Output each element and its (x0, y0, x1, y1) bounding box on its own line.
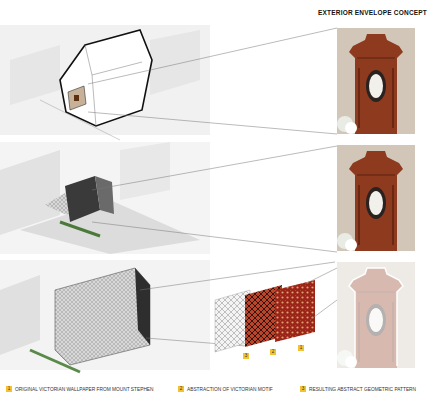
callout-number: 2 (180, 386, 183, 392)
number-tag: 1 (6, 386, 12, 392)
callout-number: 1 (8, 386, 11, 392)
number-tag: 3 (300, 386, 306, 392)
legend-text: RESULTING ABSTRACT GEOMETRIC PATTERN (309, 387, 427, 393)
number-tag: 2 (178, 386, 184, 392)
legend-text: ABSTRACTION OF VICTORIAN MOTIF (187, 387, 297, 393)
callout-number: 3 (302, 386, 305, 392)
callout-number: 3 (245, 353, 248, 359)
callout-number: 2 (272, 349, 275, 355)
callout-number: 1 (300, 345, 303, 351)
number-tag: 3 (243, 353, 249, 359)
legend-text: ORIGINAL VICTORIAN WALLPAPER FROM MOUNT … (15, 387, 175, 393)
number-tag: 2 (270, 349, 276, 355)
title: EXTERIOR ENVELOPE CONCEPT (318, 9, 427, 16)
number-tag: 1 (298, 345, 304, 351)
